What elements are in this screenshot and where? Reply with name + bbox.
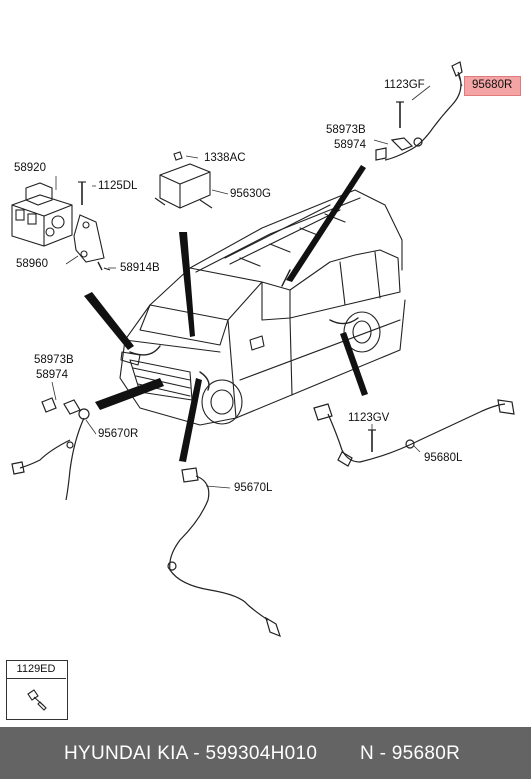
part-box-1129ed [6,660,68,720]
label-1123gv: 1123GV [348,412,390,424]
label-1129ed: 1129ED [6,660,66,679]
label-58920: 58920 [14,162,46,174]
footer-brand-part-number: HYUNDAI KIA - 599304H010 [64,743,318,764]
label-95670r: 95670R [98,428,139,440]
label-95630g: 95630G [230,188,271,200]
sensor-95680r-illustration [375,61,463,161]
label-58974-left: 58974 [36,369,68,381]
bolt-1129ed-illustration [27,689,47,711]
leader-wedges [84,165,368,462]
label-1338ac: 1338AC [204,152,246,164]
label-95680l: 95680L [424,452,463,464]
label-1123gf: 1123GF [384,79,425,91]
sensor-95670l-illustration [167,467,281,638]
label-58974-top: 58974 [334,139,366,151]
abs-module-illustration [11,181,111,271]
label-58960: 58960 [16,258,48,270]
leader-lines [51,73,463,489]
sensor-95670r-illustration [11,397,90,501]
label-58914b: 58914B [120,262,160,274]
footer-bar: HYUNDAI KIA - 599304H010 N - 95680R [0,727,531,779]
label-95670l: 95670L [234,482,273,494]
sensor-module-illustration [154,151,213,209]
label-1125dl: 1125DL [98,180,138,192]
label-58973b-top: 58973B [326,124,366,136]
label-95680r[interactable]: 95680R [472,79,513,91]
highlight-box-95680r [464,76,521,96]
van-illustration [119,189,406,426]
sensor-95680l-illustration [313,399,515,467]
footer-oem-part: N - 95680R [360,743,461,764]
label-58973b-left: 58973B [34,354,74,366]
